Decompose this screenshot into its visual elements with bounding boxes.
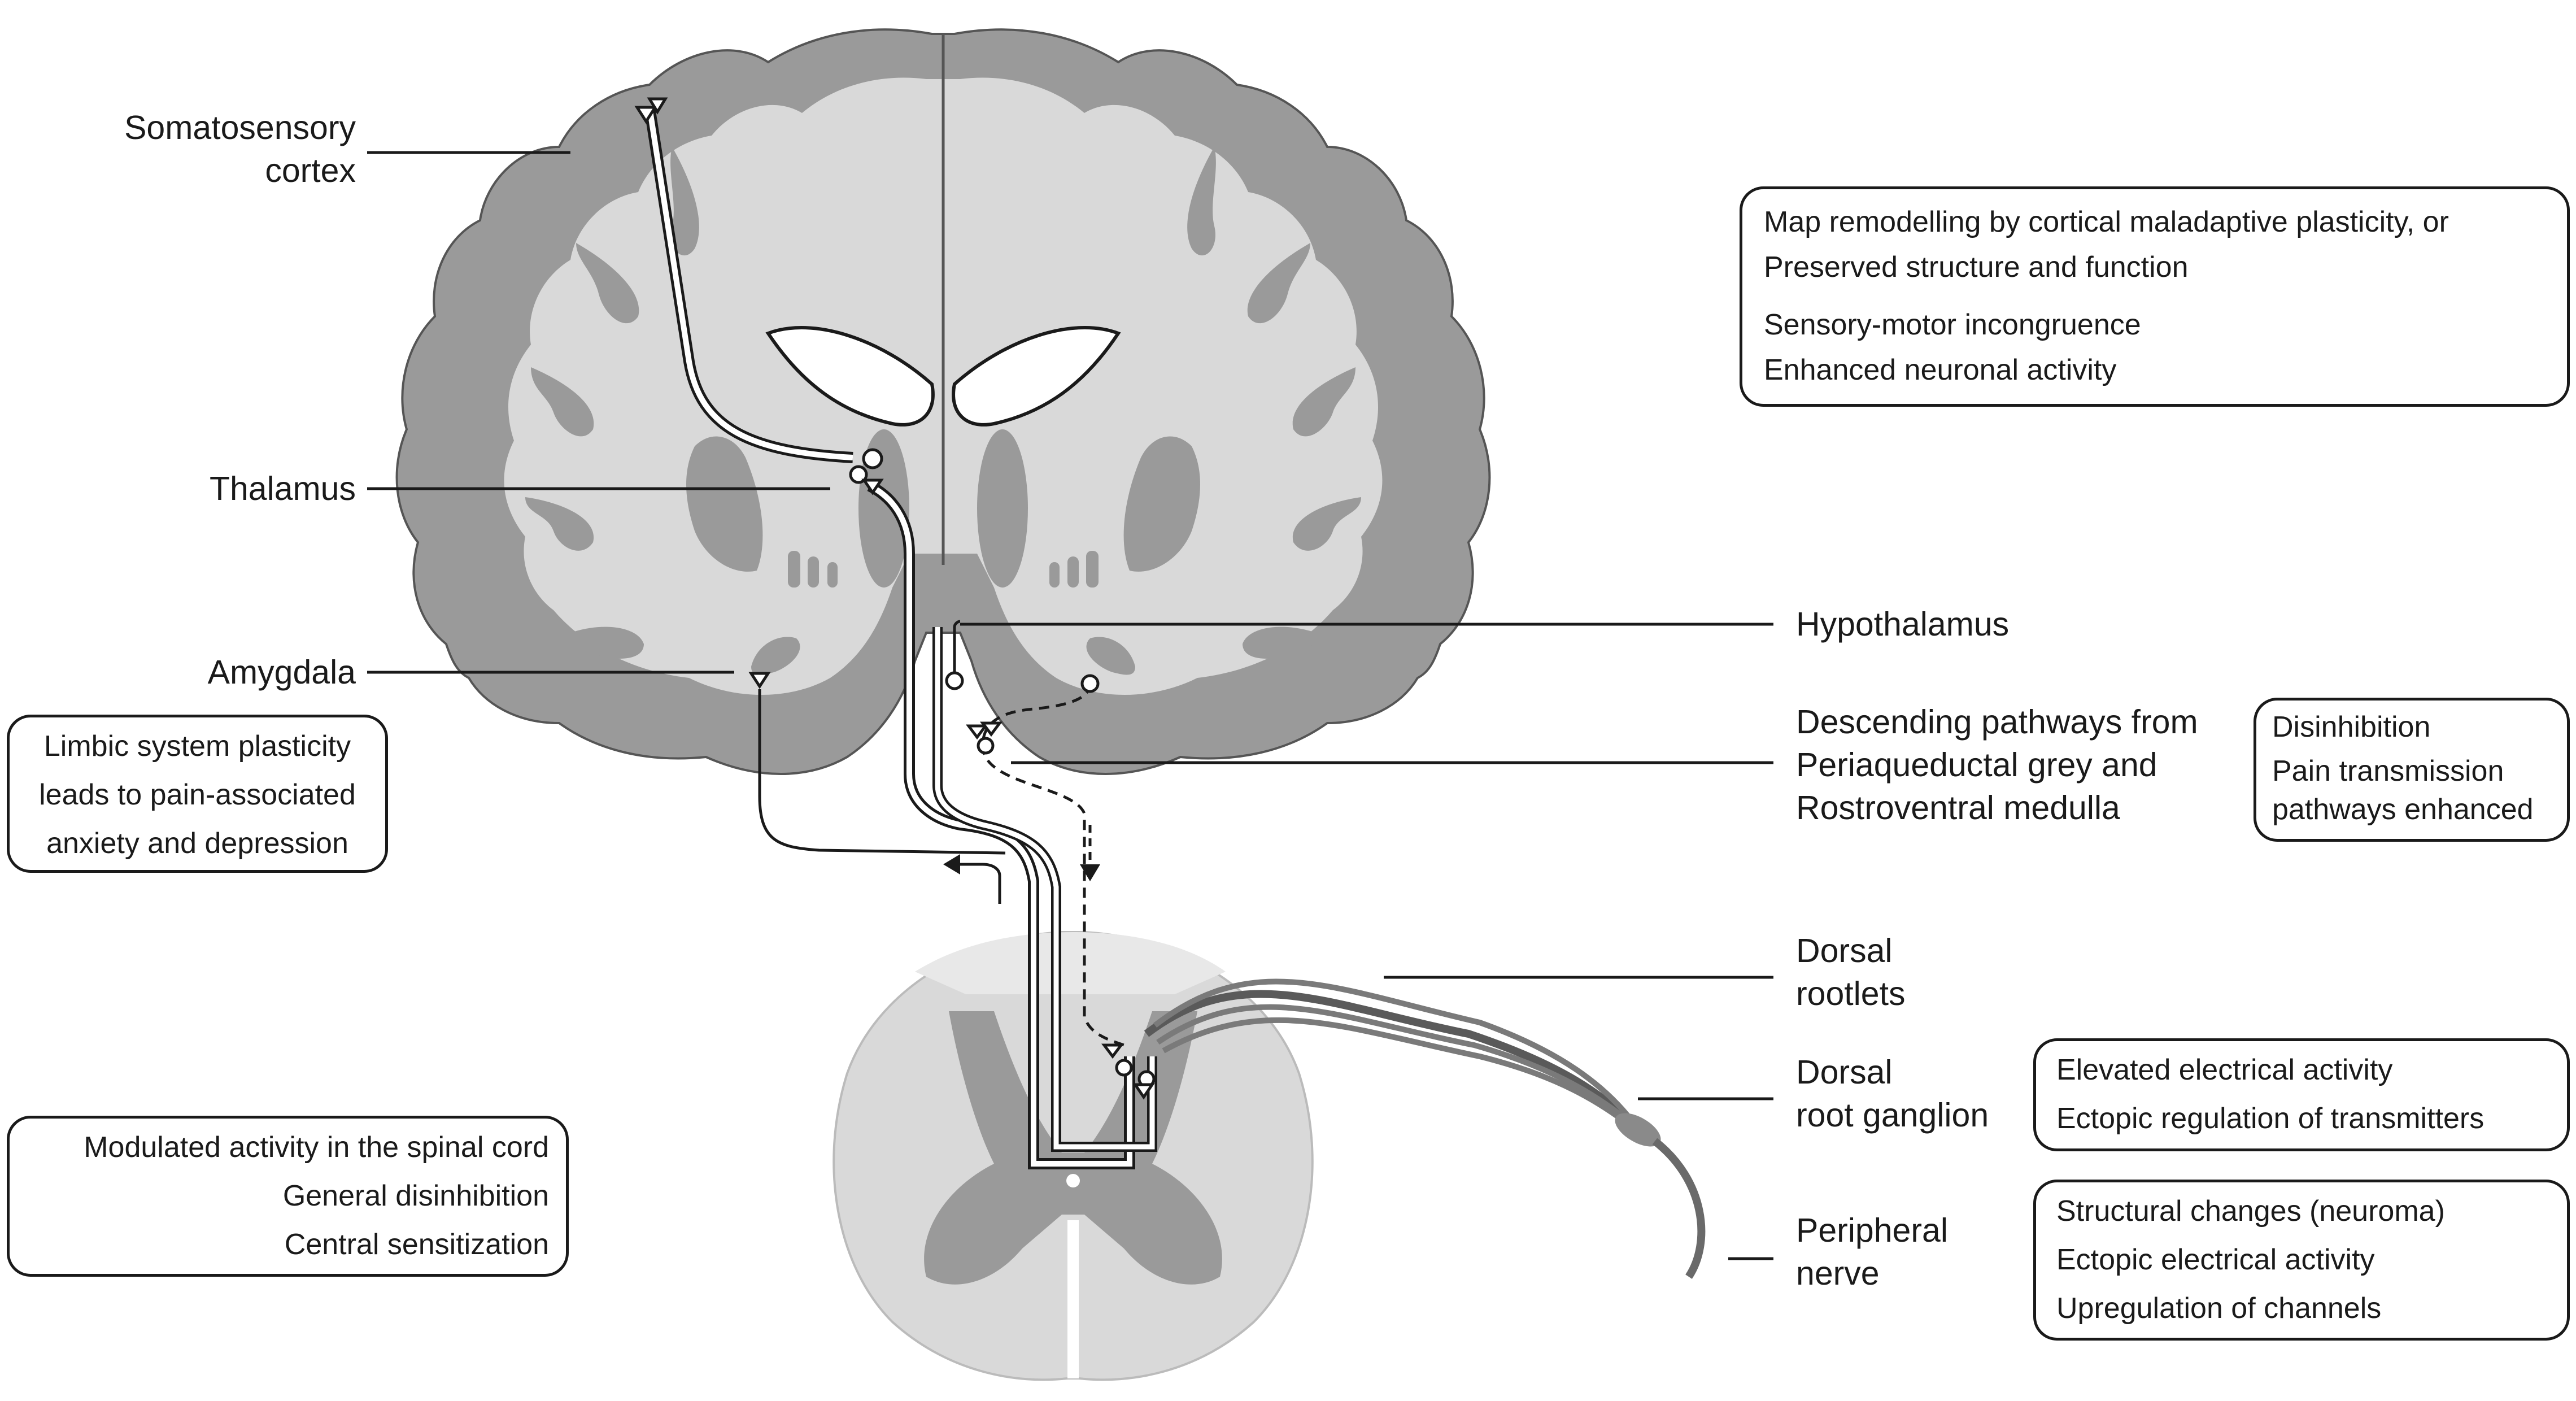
label-dorsal-root-ganglion: Dorsal root ganglion xyxy=(1796,1054,1989,1134)
peripheral-nerve-shape xyxy=(1652,1138,1706,1279)
dorsal-horn-neuron xyxy=(1101,1043,1124,1059)
box-cortex-changes: Map remodelling by cortical maladaptive … xyxy=(1740,186,2570,407)
dorsal-root-ganglion-shape xyxy=(1615,1113,1661,1147)
dorsal-root-bundle xyxy=(1144,990,1635,1127)
pathways xyxy=(644,106,1706,1279)
ascending-tract xyxy=(868,483,1132,1167)
putamen-left xyxy=(686,436,763,572)
label-descending-pathways: Descending pathways from Periaqueductal … xyxy=(1796,703,2198,826)
label-dorsal-rootlets: Dorsal rootlets xyxy=(1796,932,1906,1012)
putamen-right xyxy=(1123,436,1200,572)
spinal-cord-dorsal-funiculus xyxy=(915,932,1226,994)
amygdala-neuron xyxy=(748,672,771,689)
brain-sulci xyxy=(525,147,1361,675)
label-hypothalamus: Hypothalamus xyxy=(1796,606,2010,643)
lateral-ventricle-right xyxy=(952,326,1121,427)
box-spinal-cord-changes: Modulated activity in the spinal cord Ge… xyxy=(7,1116,569,1277)
box-descending-changes: Disinhibition Pain transmission pathways… xyxy=(2254,698,2570,842)
central-canal xyxy=(1066,1174,1080,1187)
lateral-ventricle-left xyxy=(765,326,935,427)
neuron-symbols xyxy=(634,97,1156,1100)
label-thalamus: Thalamus xyxy=(209,470,356,507)
label-somatosensory-cortex: Somatosensory cortex xyxy=(124,109,356,189)
box-nerve-changes: Structural changes (neuroma) Ectopic ele… xyxy=(2033,1180,2570,1341)
pag-neuron xyxy=(977,737,995,755)
leader-lines xyxy=(367,151,1773,1260)
label-peripheral-nerve: Peripheral nerve xyxy=(1796,1212,1948,1292)
box-drg-changes: Elevated electrical activity Ectopic reg… xyxy=(2033,1038,2570,1151)
box-limbic: Limbic system plasticity leads to pain-a… xyxy=(7,715,388,873)
thalamus-neuron xyxy=(862,448,883,469)
amygdala-projection xyxy=(758,689,1006,855)
cortex-neuron xyxy=(634,106,658,124)
claustrum-strips xyxy=(788,551,1099,588)
thalamus-right-region xyxy=(977,429,1028,588)
label-amygdala: Amygdala xyxy=(207,654,356,691)
hypothalamus-neuron xyxy=(945,671,964,690)
thalamocortical-tract xyxy=(647,107,853,460)
